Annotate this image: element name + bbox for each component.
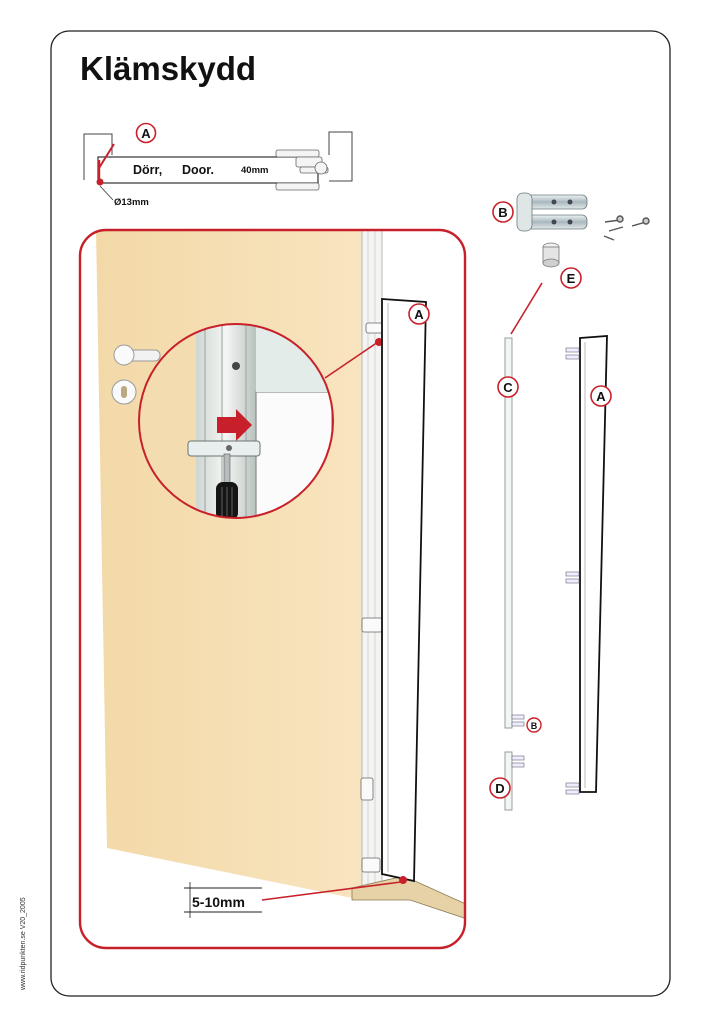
door-label-swedish: Dörr, — [133, 163, 162, 177]
diameter-label: Ø13mm — [114, 197, 149, 208]
callout-c-rod — [497, 376, 519, 398]
callout-a-right — [590, 385, 612, 407]
page-title: Klämskydd — [80, 50, 256, 87]
callout-b-small — [526, 717, 542, 733]
callout-d-rod — [489, 777, 511, 799]
gap-dimension: 5-10mm — [184, 881, 402, 918]
callout-a-top-label: A — [141, 126, 151, 141]
hinge-parts — [516, 192, 588, 232]
rod-c — [504, 337, 513, 729]
screwdriver-icon — [216, 453, 238, 518]
door-slab — [97, 156, 319, 184]
callout-a-main-label: A — [414, 307, 424, 322]
callout-b-hinge-label: B — [498, 205, 507, 220]
illustration-border — [78, 228, 467, 950]
main-illustration: A 5-10mm — [78, 228, 467, 950]
profile-a-clips — [565, 347, 580, 795]
door-handle — [111, 344, 161, 405]
door-label-english: Door. — [182, 163, 214, 177]
profile-a-installed — [381, 298, 427, 883]
door-cross-section: A Dörr, Door. 40mm Ø13mm — [83, 122, 353, 208]
page-frame — [50, 30, 671, 997]
callout-e-sleeve-label: E — [567, 271, 576, 286]
callout-a-top — [135, 122, 157, 144]
screws-icon — [603, 215, 650, 241]
gap-label: 5-10mm — [192, 894, 245, 910]
profile-a-loose — [579, 335, 608, 793]
rod-c-clips — [511, 714, 525, 727]
rod-d-clips — [511, 755, 525, 768]
callout-b-small-label: B — [531, 721, 538, 731]
door-thickness-label: 40mm — [241, 165, 268, 176]
sleeve-part — [542, 242, 560, 268]
callout-a-right-label: A — [596, 389, 606, 404]
profile-dot — [96, 178, 104, 186]
callout-d-rod-label: D — [495, 781, 504, 796]
callout-a-main — [408, 303, 430, 325]
red-arrow-icon — [217, 409, 252, 441]
footer-version: www.ridpunkten.se V20_2005 — [20, 897, 27, 990]
callout-e-sleeve — [560, 267, 582, 289]
hinge-section — [275, 149, 329, 191]
callout-b-hinge — [492, 201, 514, 223]
callout-c-rod-label: C — [503, 380, 513, 395]
